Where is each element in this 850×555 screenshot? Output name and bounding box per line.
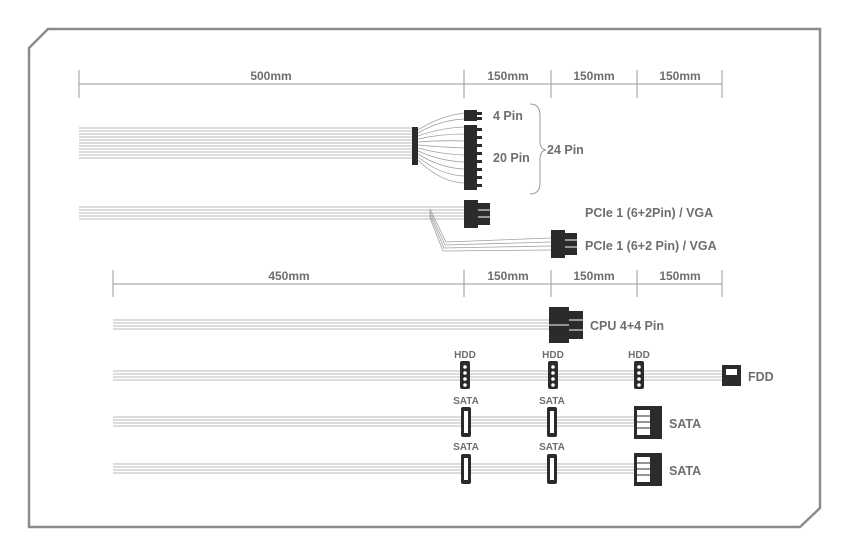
atx-24pin-brace	[529, 103, 547, 195]
pcie-connector-2	[551, 230, 577, 258]
dimension-150mm-e: 150mm	[573, 269, 614, 283]
sata-label-2a: SATA	[453, 442, 479, 453]
dimension-150mm-f: 150mm	[659, 269, 700, 283]
dimension-row-2	[112, 270, 723, 297]
sata-inline-connector-1a	[461, 407, 471, 437]
dimension-450mm: 450mm	[268, 269, 309, 283]
atx-4pin-connector	[464, 110, 482, 121]
dimension-row-1	[78, 70, 723, 98]
atx-24pin-label: 24 Pin	[547, 143, 584, 157]
dimension-500mm: 500mm	[250, 69, 291, 83]
pcie-1-label: PCIe 1 (6+2Pin) / VGA	[585, 206, 713, 220]
sata-label-2b: SATA	[539, 442, 565, 453]
sata-end-label-2: SATA	[669, 464, 701, 478]
sata-label-1b: SATA	[539, 396, 565, 407]
sata-inline-connector-2a	[461, 454, 471, 484]
cpu-connector	[549, 307, 583, 343]
atx-cable-wires	[79, 127, 412, 159]
hdd-label-2: HDD	[542, 350, 564, 361]
dimension-150mm-b: 150mm	[573, 69, 614, 83]
sata-end-connector-2	[634, 453, 662, 486]
atx-cable	[79, 103, 547, 195]
pcie-cable	[79, 200, 577, 258]
sata-inline-connector-2b	[547, 454, 557, 484]
fdd-connector	[722, 365, 741, 386]
hdd-label-1: HDD	[454, 350, 476, 361]
hdd-connector-2	[548, 361, 558, 389]
hdd-connector-1	[460, 361, 470, 389]
cpu-cable	[113, 307, 583, 343]
fdd-label: FDD	[748, 370, 774, 384]
hdd-label-3: HDD	[628, 350, 650, 361]
sata-end-connector-1	[634, 406, 662, 439]
dimension-150mm-c: 150mm	[659, 69, 700, 83]
pcie-cable-wires	[79, 206, 552, 252]
hdd-connector-3	[634, 361, 644, 389]
pcie-connector-1	[464, 200, 490, 228]
sata-cable-2	[113, 453, 662, 486]
cpu-label: CPU 4+4 Pin	[590, 319, 664, 333]
atx-cable-sleeve-clip	[412, 127, 418, 165]
diagram-frame	[27, 27, 822, 529]
dimension-150mm-a: 150mm	[487, 69, 528, 83]
atx-20pin-connector	[464, 125, 482, 190]
dimension-150mm-d: 150mm	[487, 269, 528, 283]
sata-end-label-1: SATA	[669, 417, 701, 431]
pcie-2-label: PCIe 1 (6+2 Pin) / VGA	[585, 239, 717, 253]
sata-cable-1	[113, 406, 662, 439]
molex-cable	[113, 361, 741, 389]
sata-label-1a: SATA	[453, 396, 479, 407]
sata-inline-connector-1b	[547, 407, 557, 437]
atx-4pin-label: 4 Pin	[493, 109, 523, 123]
atx-fanout-wires	[417, 112, 465, 184]
atx-20pin-label: 20 Pin	[493, 151, 530, 165]
